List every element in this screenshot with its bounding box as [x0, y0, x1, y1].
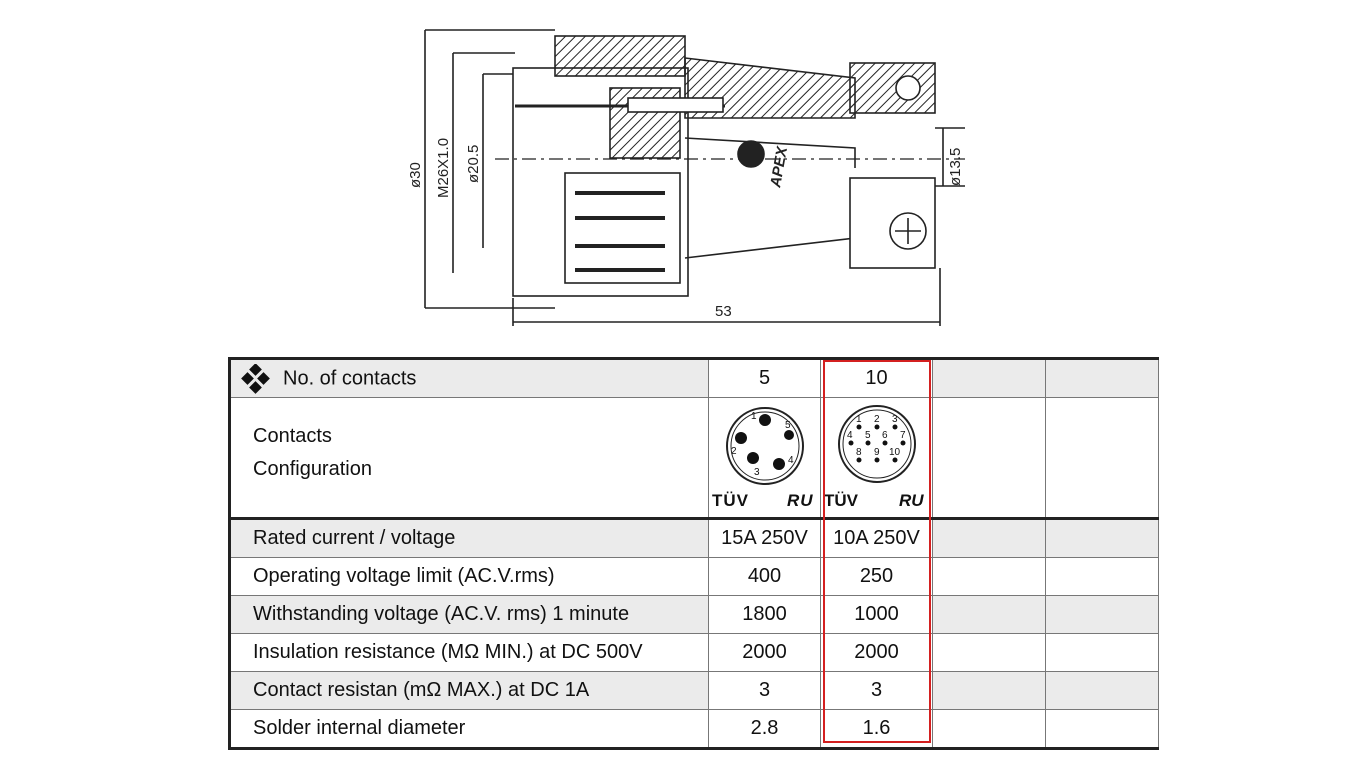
spec-row-label: Contact resistan (mΩ MAX.) at DC 1A — [228, 671, 709, 710]
spec-value-cell: 2000 — [820, 633, 933, 672]
spec-empty-cell — [932, 709, 1046, 750]
spec-value-cell: 1000 — [820, 595, 933, 634]
configuration-empty-2 — [1045, 397, 1159, 520]
pin-label: 8 — [856, 447, 862, 458]
pin-label: 7 — [900, 430, 906, 441]
pin-label: 1 — [751, 411, 757, 422]
pin-label: 5 — [785, 420, 791, 431]
pin-label: 3 — [892, 414, 898, 425]
pinout-5-cell: 1 2 3 4 5 TÜV RU — [708, 397, 821, 520]
pin-label: 5 — [865, 430, 871, 441]
configuration-empty-1 — [932, 397, 1046, 520]
spec-row-label: Insulation resistance (MΩ MIN.) at DC 50… — [228, 633, 709, 672]
header-label-cell: No. of contacts — [228, 357, 709, 398]
tuv-mark: TÜV — [712, 491, 749, 510]
connector-drawing: ø30 M26X1.0 ø20.5 ø13.5 53 APEX — [407, 29, 965, 326]
spec-empty-cell — [932, 557, 1046, 596]
spec-table: No. of contacts 5 10 Contacts Configurat… — [228, 357, 1159, 750]
configuration-label-cell: Contacts Configuration — [228, 397, 709, 520]
pinout-5-diagram: 1 2 3 4 5 TÜV RU — [712, 407, 814, 510]
header-empty-1 — [932, 357, 1046, 398]
dim-length: 53 — [715, 303, 732, 320]
spec-empty-cell — [1045, 595, 1159, 634]
configuration-label-line2: Configuration — [253, 458, 372, 480]
spec-empty-cell — [932, 517, 1046, 558]
header-value-5: 5 — [708, 357, 821, 398]
spec-empty-cell — [1045, 517, 1159, 558]
spec-value-cell: 10A 250V — [820, 517, 933, 558]
dim-thread: M26X1.0 — [435, 138, 452, 198]
spec-row: Insulation resistance (MΩ MIN.) at DC 50… — [228, 633, 1159, 672]
pin-label: 2 — [731, 446, 737, 457]
spec-empty-cell — [1045, 633, 1159, 672]
spec-value-cell: 2000 — [708, 633, 821, 672]
spec-value-cell: 3 — [708, 671, 821, 710]
pin-label: 2 — [874, 414, 880, 425]
pin-label: 6 — [882, 430, 888, 441]
spec-value-cell: 250 — [820, 557, 933, 596]
ul-mark: RU — [899, 491, 924, 510]
pinout-10-cell: 1 2 3 4 5 6 7 8 9 10 TÜV RU — [820, 397, 933, 520]
configuration-label-line1: Contacts — [253, 425, 332, 447]
pin-label: 1 — [856, 414, 862, 425]
spec-value-cell: 15A 250V — [708, 517, 821, 558]
pin-label: 4 — [847, 430, 853, 441]
spec-empty-cell — [932, 671, 1046, 710]
pin-label: 4 — [788, 455, 794, 466]
spec-row-label: Operating voltage limit (AC.V.rms) — [228, 557, 709, 596]
brand-mark: APEX — [767, 145, 791, 190]
spec-value-cell: 400 — [708, 557, 821, 596]
spec-value-cell: 1800 — [708, 595, 821, 634]
spec-empty-cell — [932, 595, 1046, 634]
spec-value-cell: 3 — [820, 671, 933, 710]
diamond-icon — [239, 362, 273, 394]
dim-outer: ø30 — [407, 162, 424, 188]
header-row: No. of contacts 5 10 — [228, 357, 1159, 398]
configuration-row: Contacts Configuration 1 2 3 4 5 — [228, 397, 1159, 520]
pinout-10-diagram: 1 2 3 4 5 6 7 8 9 10 TÜV RU — [824, 405, 924, 510]
spec-empty-cell — [1045, 557, 1159, 596]
tuv-mark: TÜV — [824, 491, 859, 510]
pin-label: 10 — [889, 447, 901, 458]
spec-row: Withstanding voltage (AC.V. rms) 1 minut… — [228, 595, 1159, 634]
pin-label: 9 — [874, 447, 880, 458]
header-empty-2 — [1045, 357, 1159, 398]
dim-inner: ø20.5 — [465, 145, 482, 183]
dim-cable: ø13.5 — [947, 148, 964, 186]
spec-row-label: Withstanding voltage (AC.V. rms) 1 minut… — [228, 595, 709, 634]
spec-value-cell: 1.6 — [820, 709, 933, 750]
header-value-10: 10 — [820, 357, 933, 398]
spec-empty-cell — [932, 633, 1046, 672]
header-label: No. of contacts — [283, 366, 417, 389]
spec-row-label: Solder internal diameter — [228, 709, 709, 750]
spec-empty-cell — [1045, 709, 1159, 750]
spec-empty-cell — [1045, 671, 1159, 710]
spec-row-label: Rated current / voltage — [228, 517, 709, 558]
ul-mark: RU — [787, 491, 814, 510]
spec-value-cell: 2.8 — [708, 709, 821, 750]
pin-label: 3 — [754, 467, 760, 478]
